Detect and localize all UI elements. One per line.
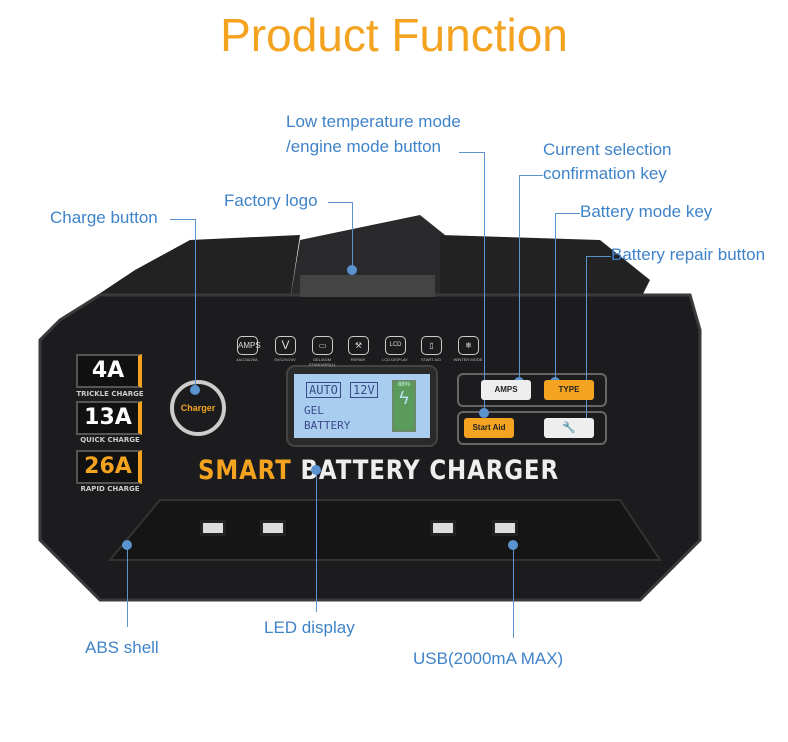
voltage-indicator-icon: V (275, 336, 296, 355)
lcd-mode: AUTO (306, 382, 341, 398)
type-button[interactable]: TYPE (544, 380, 594, 400)
amp-4a: 4A (76, 354, 142, 388)
indicator-label: 6V/12V/24V (274, 357, 296, 362)
battery-percent: 88% (397, 382, 410, 388)
battery-level-icon: 88%ϟ (392, 380, 416, 432)
repair-indicator-icon: ⚒ (348, 336, 369, 355)
callout-low-temp: /engine mode button (286, 137, 442, 156)
usb-port (492, 520, 518, 536)
charger-logo-text: Charger (180, 403, 216, 413)
callout-charge-button: Charge button (50, 208, 158, 227)
callout-current-selection: Current selection (543, 140, 672, 159)
callout-low-temp: Low temperature mode (286, 112, 461, 131)
indicator-label: 4A/13A/26A (236, 357, 258, 362)
indicator-label: WINTER MODE (453, 357, 483, 362)
amp-label: TRICKLE CHARGE (76, 390, 144, 398)
callout-usb: USB(2000mA MAX) (413, 649, 564, 668)
usb-port (430, 520, 456, 536)
start-aid-indicator-icon: ▯ (421, 336, 442, 355)
start-aid-button[interactable]: Start Aid (464, 418, 514, 438)
indicator-label: REPAIR (350, 357, 366, 362)
indicator-label: START AID (420, 357, 442, 362)
callout-battery-repair: Battery repair button (611, 245, 766, 264)
amp-26a: 26A (76, 450, 142, 484)
amp-13a: 13A (76, 401, 142, 435)
led-display: AUTO 12V GEL BATTERY 88%ϟ (294, 374, 430, 438)
usb-port (260, 520, 286, 536)
lcd-type: GEL (304, 404, 324, 417)
amps-indicator-icon: AMPS (237, 336, 261, 355)
lcd-indicator-icon: LCD (385, 336, 406, 355)
callout-abs-shell: ABS shell (85, 638, 159, 657)
lcd-type: BATTERY (304, 419, 351, 432)
indicator-label: GEL/AGM STANDARD(L) (308, 357, 336, 367)
amp-label: RAPID CHARGE (80, 485, 140, 493)
amps-button[interactable]: AMPS (481, 380, 531, 400)
callout-factory-logo: Factory logo (224, 191, 318, 210)
page-title: Product Function (220, 9, 568, 61)
lcd-voltage: 12V (350, 382, 378, 398)
amp-label: QUICK CHARGE (80, 436, 140, 444)
indicator-label: LCD DISPLAY (382, 357, 408, 362)
callout-led-display: LED display (264, 618, 355, 637)
usb-port (200, 520, 226, 536)
brand-text: SMART BATTERY CHARGER (198, 455, 559, 486)
battery-type-indicator-icon: ▭ (312, 336, 333, 355)
callout-battery-mode: Battery mode key (580, 202, 713, 221)
winter-mode-indicator-icon: ❄ (458, 336, 479, 355)
callout-current-selection: confirmation key (543, 164, 667, 183)
repair-button[interactable]: 🔧 (544, 418, 594, 438)
